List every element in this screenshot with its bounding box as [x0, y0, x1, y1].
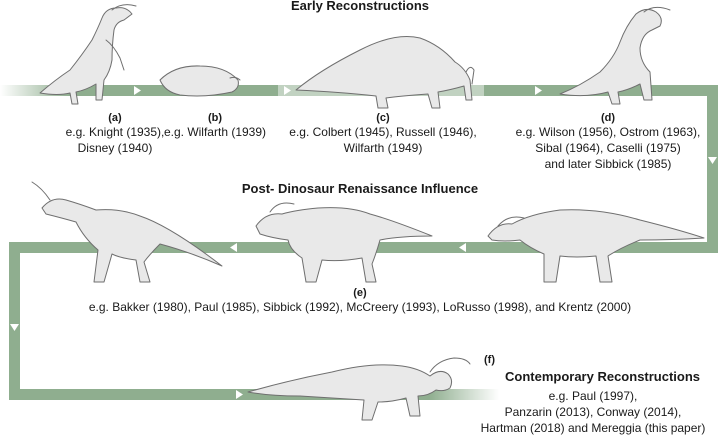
panel-a-label: (a) e.g. Knight (1935), Disney (1940)	[50, 112, 180, 156]
arrow-left-icon	[459, 243, 466, 252]
timeline-bottom-fade	[429, 389, 499, 400]
panel-d-label: (d) e.g. Wilson (1956), Ostrom (1963), S…	[502, 112, 714, 172]
panel-letter: (a)	[108, 112, 122, 124]
arrow-right-icon	[236, 390, 243, 399]
arrow-right-icon	[284, 86, 291, 95]
dinosaur-sketch-a	[39, 4, 137, 105]
dinosaur-sketch-e1	[31, 181, 223, 283]
timeline-left-down	[9, 242, 20, 400]
dinosaur-sketch-e3	[487, 209, 705, 283]
direction-arrows	[10, 86, 717, 399]
panel-caption: e.g. Colbert (1945), Russell (1946), Wil…	[289, 125, 477, 155]
panel-caption: e.g. Knight (1935), Disney (1940)	[65, 125, 165, 155]
panel-c-label: (c) e.g. Colbert (1945), Russell (1946),…	[283, 112, 483, 156]
panel-letter: (d)	[600, 112, 616, 124]
panel-e-label: (e) e.g. Bakker (1980), Paul (1985), Sib…	[60, 287, 660, 315]
heading-post-renaissance: Post- Dinosaur Renaissance Influence	[241, 181, 479, 196]
arrow-right-icon	[535, 86, 542, 95]
panel-caption: e.g. Wilfarth (1939)	[163, 125, 267, 139]
arrow-down-icon	[10, 324, 19, 331]
dinosaur-sketch-c	[295, 36, 475, 109]
panel-letter: (e)	[353, 287, 367, 299]
panel-b-label: (b) e.g. Wilfarth (1939)	[145, 112, 285, 140]
arrow-left-icon	[230, 243, 237, 252]
panel-letter: (b)	[207, 112, 223, 124]
arrow-right-icon	[134, 86, 141, 95]
panel-f-caption: e.g. Paul (1997), Panzarin (2013), Conwa…	[480, 389, 706, 435]
dinosaur-sketch-e2	[255, 202, 433, 283]
dinosaur-sketch-f	[247, 357, 471, 421]
timeline-bottom	[9, 389, 429, 400]
timeline-right-down	[707, 85, 718, 253]
arrow-down-icon	[708, 157, 717, 164]
panel-letter: (c)	[376, 112, 390, 124]
dinosaur-sketch-d	[559, 6, 671, 105]
panel-caption: e.g. Bakker (1980), Paul (1985), Sibbick…	[88, 300, 632, 314]
dinosaur-sketch-b	[159, 65, 241, 97]
panel-f-letter: (f)	[484, 354, 495, 366]
heading-early-reconstructions: Early Reconstructions	[291, 0, 429, 13]
timeline-top-fade	[0, 85, 70, 96]
panel-caption: e.g. Wilson (1956), Ostrom (1963), Sibal…	[515, 125, 701, 171]
heading-contemporary-reconstructions: Contemporary Reconstructions	[505, 369, 701, 384]
